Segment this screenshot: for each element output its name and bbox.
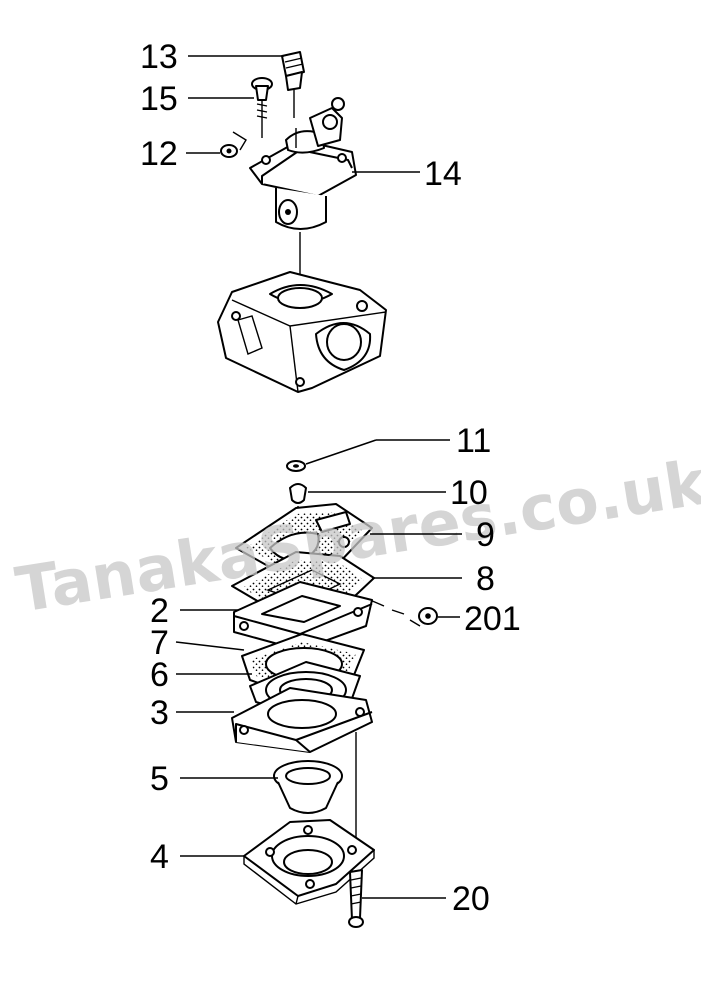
- callout-14: 14: [424, 155, 462, 193]
- leader-lines: [175, 55, 462, 899]
- carburetor-body: [217, 271, 387, 393]
- part-2-pump-body: [233, 581, 373, 651]
- part-11-washer: [286, 460, 306, 472]
- part-14-throttle-body: [249, 97, 357, 230]
- callout-labels: 13 15 12 14 11 10 9 8 201 2 7 6 3 5 4 20: [140, 38, 521, 918]
- callout-15: 15: [140, 80, 178, 118]
- part-12-nut: [220, 131, 247, 158]
- callout-8: 8: [476, 560, 495, 598]
- callout-13: 13: [140, 38, 178, 76]
- part-13-adjuster-screw: [281, 51, 305, 118]
- callout-10: 10: [450, 474, 488, 512]
- callout-6: 6: [150, 656, 169, 694]
- callout-5: 5: [150, 760, 169, 798]
- callout-11: 11: [456, 422, 491, 460]
- callout-9: 9: [476, 516, 495, 554]
- callout-7: 7: [150, 624, 169, 662]
- part-20-screw: [348, 869, 364, 928]
- callout-201: 201: [464, 600, 521, 638]
- part-4-cover-plate: [243, 819, 375, 905]
- callout-4: 4: [150, 838, 169, 876]
- part-15-screw: [251, 77, 273, 138]
- callout-2: 2: [150, 592, 169, 630]
- callout-3: 3: [150, 694, 169, 732]
- callout-12: 12: [140, 135, 178, 173]
- part-201-plug: [369, 599, 438, 627]
- callout-20: 20: [452, 880, 490, 918]
- part-3-lower-body: [231, 687, 373, 753]
- part-5-cup: [273, 760, 343, 814]
